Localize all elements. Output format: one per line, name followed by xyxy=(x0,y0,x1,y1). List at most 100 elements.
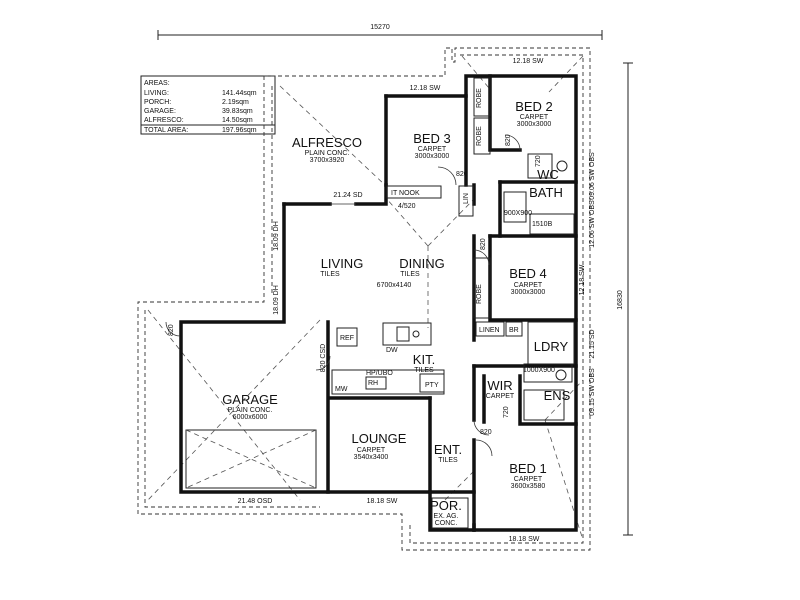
bath-window-label: 12.06 SW OBS xyxy=(589,200,596,248)
bed2-size: 3000x3000 xyxy=(517,121,552,128)
mw-label: MW xyxy=(335,386,348,393)
ens-name: ENS xyxy=(544,388,571,403)
bed3-finish: CARPET xyxy=(418,146,447,153)
lounge-finish: CARPET xyxy=(357,447,386,454)
lounge-window-label: 18.18 SW xyxy=(367,498,398,505)
lin-label: LIN xyxy=(463,193,470,204)
hp-ubo-label: HP/UBO xyxy=(366,370,393,377)
lounge-size: 3540x3400 xyxy=(354,454,389,461)
living-dining-size: 6700x4140 xyxy=(377,282,412,289)
room-kitchen: KIT. TILES xyxy=(413,352,435,374)
living-door-lower-label: 18.09 DH xyxy=(273,285,280,315)
area-value-living: 141.44sqm xyxy=(222,90,257,97)
bath-name: BATH xyxy=(529,185,563,200)
robe-bed2-label: ROBE xyxy=(476,88,483,108)
room-bed4: BED 4 CARPET 3000x3000 xyxy=(509,266,547,296)
door-wc-label: 720 xyxy=(535,155,542,167)
rh-label: RH xyxy=(368,380,378,387)
area-value-alfresco: 14.50sqm xyxy=(222,117,253,124)
door-ens-label: 720 xyxy=(503,406,510,418)
room-entry: ENT. TILES xyxy=(434,442,462,464)
bed2-finish: CARPET xyxy=(520,114,549,121)
br-label: BR xyxy=(509,327,519,334)
bed4-size: 3000x3000 xyxy=(511,289,546,296)
door-bed2-label: 820 xyxy=(505,134,512,146)
door-swings xyxy=(165,134,521,457)
area-label-total: TOTAL AREA: xyxy=(144,127,188,134)
door-bed3-label: 820 xyxy=(456,171,468,178)
room-dining: DINING TILES xyxy=(399,256,445,278)
wc-window-label: 09.06 SW OBS xyxy=(589,152,596,200)
dining-name: DINING xyxy=(399,256,445,271)
wc-name: WC xyxy=(537,167,559,182)
door-bed4-label: 820 xyxy=(480,238,487,250)
overall-width-dimension: 15270 xyxy=(157,24,603,40)
ldry-name: LDRY xyxy=(534,339,569,354)
porch-name: POR. xyxy=(430,498,462,513)
overall-width-label: 15270 xyxy=(370,24,390,31)
lounge-name: LOUNGE xyxy=(352,431,407,446)
area-label-porch: PORCH: xyxy=(144,99,171,106)
area-label-alfresco: ALFRESCO: xyxy=(144,117,184,124)
fixture-labels: ROBE ROBE ROBE IT NOOK LIN LINEN BR REF … xyxy=(168,88,555,436)
ens-window-label: 09.15 SW OBS xyxy=(589,368,596,416)
alfresco-finish: PLAIN CONC. xyxy=(305,150,350,157)
room-bed2: BED 2 CARPET 3000x3000 xyxy=(515,99,553,128)
bath-size-label: 1510B xyxy=(532,221,553,228)
bed2-window-label: 12.18 SW xyxy=(513,58,544,65)
overall-depth-label: 16830 xyxy=(617,290,624,310)
area-label-living: LIVING: xyxy=(144,90,169,97)
room-living: LIVING TILES 6700x4140 xyxy=(320,256,411,289)
alfresco-size: 3700x3920 xyxy=(310,157,345,164)
kitchen-finish: TILES xyxy=(414,367,434,374)
living-finish: TILES xyxy=(320,271,340,278)
kitchen-name: KIT. xyxy=(413,352,435,367)
eave-outline xyxy=(137,47,591,551)
interior-details xyxy=(185,77,575,529)
bed3-window-label: 12.18 SW xyxy=(410,85,441,92)
area-value-total: 197.96sqm xyxy=(222,127,257,134)
room-porch: POR. EX. AG. CONC. xyxy=(430,498,462,527)
bed4-name: BED 4 xyxy=(509,266,547,281)
bed4-finish: CARPET xyxy=(514,282,543,289)
bed1-name: BED 1 xyxy=(509,461,547,476)
bed4-window-label: 12.18 SW xyxy=(579,264,586,295)
garage-name: GARAGE xyxy=(222,392,278,407)
bed1-size: 3600x3580 xyxy=(511,483,546,490)
room-wir: WIR CARPET xyxy=(486,378,515,400)
garage-internal-door-label: 820 CSD xyxy=(320,344,327,372)
bed3-size: 3000x3000 xyxy=(415,153,450,160)
room-bed3: BED 3 CARPET 3000x3000 xyxy=(413,131,451,160)
porch-finish: EX. AG. xyxy=(434,513,459,520)
it-nook-label: IT NOOK xyxy=(391,190,420,197)
bed1-finish: CARPET xyxy=(514,476,543,483)
walls xyxy=(179,74,578,532)
room-bath: BATH xyxy=(529,185,563,200)
pty-label: PTY xyxy=(425,382,439,389)
room-garage: GARAGE PLAIN CONC. 6000x6000 xyxy=(222,392,278,421)
area-label-garage: GARAGE: xyxy=(144,108,176,115)
garage-size: 6000x6000 xyxy=(233,414,268,421)
wir-name: WIR xyxy=(487,378,512,393)
door-garage-label: 820 xyxy=(168,324,175,336)
alfresco-name: ALFRESCO xyxy=(292,135,362,150)
room-lounge: LOUNGE CARPET 3540x3400 xyxy=(352,431,407,461)
living-door-upper-label: 18.09 DH xyxy=(273,221,280,251)
nook-opening-label: 4/520 xyxy=(398,203,416,210)
garage-door-label: 21.48 OSD xyxy=(238,498,273,505)
areas-table: AREAS: LIVING: 141.44sqm PORCH: 2.19sqm … xyxy=(140,75,276,135)
areas-heading: AREAS: xyxy=(144,80,170,87)
bed1-window-label: 18.18 SW xyxy=(509,536,540,543)
bed2-name: BED 2 xyxy=(515,99,553,114)
alfresco-door-label: 21.24 SD xyxy=(333,192,362,199)
living-name: LIVING xyxy=(321,256,364,271)
room-ldry: LDRY xyxy=(534,339,569,354)
ldry-door-label: 21.15 SD xyxy=(589,329,596,358)
room-alfresco: ALFRESCO PLAIN CONC. 3700x3920 xyxy=(292,135,362,164)
bed3-name: BED 3 xyxy=(413,131,451,146)
door-bed1-label: 820 xyxy=(480,429,492,436)
area-value-porch: 2.19sqm xyxy=(222,99,249,106)
overall-depth-dimension: 16830 xyxy=(617,62,633,536)
garage-finish: PLAIN CONC. xyxy=(228,407,273,414)
